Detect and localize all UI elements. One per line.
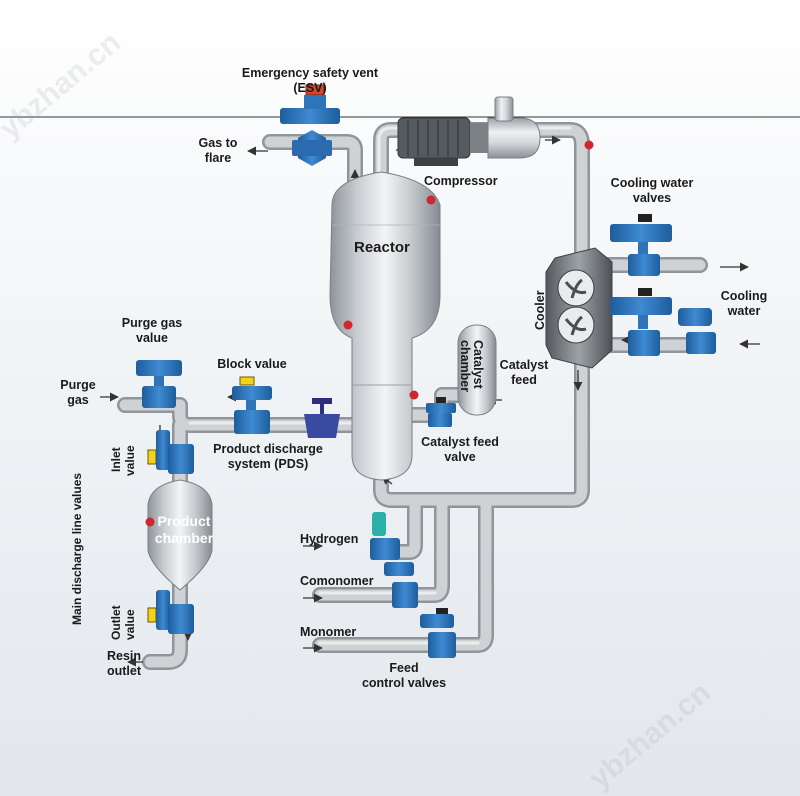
purge-gas-valve[interactable] (136, 360, 182, 408)
cooling-water-valve-lower[interactable] (610, 288, 672, 356)
label-feed-control-line2: control valves (362, 676, 446, 690)
label-outlet-line1: Outlet (109, 605, 123, 640)
catalyst-feed-valve[interactable] (426, 397, 456, 427)
label-pds-line1: Product discharge (213, 442, 323, 456)
label-esv-line2: (ESV) (293, 81, 326, 95)
catalyst-chamber (457, 324, 497, 416)
label-purge-gas-line2: gas (67, 393, 89, 407)
label-main-discharge: Main discharge line values (70, 473, 84, 625)
cooling-water-pump[interactable] (678, 308, 716, 354)
esv-valve[interactable] (280, 84, 340, 166)
watermark-bottom-right: ybzhan.cn (583, 676, 717, 796)
sensor-dot-reactor-low (409, 390, 419, 400)
label-hydrogen: Hydrogen (300, 532, 358, 546)
outlet-valve[interactable] (147, 590, 194, 634)
label-catalyst-feed-valve-line1: Catalyst feed (421, 435, 499, 449)
watermark-top-left: ybzhan.cn (0, 26, 127, 146)
label-pds-line2: system (PDS) (228, 457, 309, 471)
block-valve[interactable] (232, 376, 272, 434)
label-catalyst-feed-valve-line2: valve (444, 450, 475, 464)
label-comonomer: Comonomer (300, 574, 374, 588)
label-purge-gas-line1: Purge (60, 378, 95, 392)
inlet-valve[interactable] (147, 430, 194, 474)
label-purge-gas-valve-line2: value (136, 331, 168, 345)
label-catalyst-chamber-line2: chamber (458, 340, 472, 392)
label-product-chamber-line1: Product (158, 513, 211, 529)
label-cooling-water-line2: water (727, 304, 761, 318)
reactor-vessel (329, 171, 441, 481)
label-gas-to-flare-line1: Gas to (199, 136, 238, 150)
label-outlet-line2: value (123, 609, 137, 640)
labels: Emergency safety vent (ESV) Gas to flare… (60, 66, 767, 690)
label-cooler: Cooler (533, 290, 547, 330)
label-catalyst-chamber-line1: Catalyst (471, 340, 485, 389)
label-purge-gas-valve-line1: Purge gas (122, 316, 182, 330)
label-compressor: Compressor (424, 174, 498, 188)
sensor-dot-product-chamber (145, 517, 155, 527)
sensor-dot-cycle-pipe (584, 140, 594, 150)
product-chamber (147, 479, 213, 591)
label-resin-outlet-line2: outlet (107, 664, 142, 678)
label-gas-to-flare-line2: flare (205, 151, 231, 165)
label-resin-outlet-line1: Resin (107, 649, 141, 663)
compressor (397, 96, 541, 166)
monomer-control-valve[interactable] (420, 608, 456, 658)
label-esv-line1: Emergency safety vent (242, 66, 379, 80)
cooling-water-valve-upper[interactable] (610, 214, 672, 276)
label-inlet-line1: Inlet (109, 447, 123, 472)
label-reactor: Reactor (354, 239, 410, 256)
label-monomer: Monomer (300, 625, 356, 639)
cooler-unit (545, 247, 613, 369)
label-catalyst-feed-line2: feed (511, 373, 537, 387)
label-block-value: Block value (217, 357, 287, 371)
label-catalyst-feed-line1: Catalyst (500, 358, 549, 372)
label-inlet-line2: value (123, 445, 137, 476)
sensor-dot-reactor-top (426, 195, 436, 205)
hydrogen-control-valve[interactable] (370, 512, 400, 560)
sensor-points (145, 140, 594, 527)
gate-valve[interactable] (304, 398, 340, 438)
label-cooling-water-line1: Cooling (721, 289, 768, 303)
label-product-chamber-line2: chamber (155, 530, 214, 546)
sensor-dot-reactor-mid (343, 320, 353, 330)
comonomer-control-valve[interactable] (384, 562, 418, 608)
label-cooling-water-valves-line2: valves (633, 191, 671, 205)
label-cooling-water-valves-line1: Cooling water (611, 176, 694, 190)
label-feed-control-line1: Feed (389, 661, 418, 675)
